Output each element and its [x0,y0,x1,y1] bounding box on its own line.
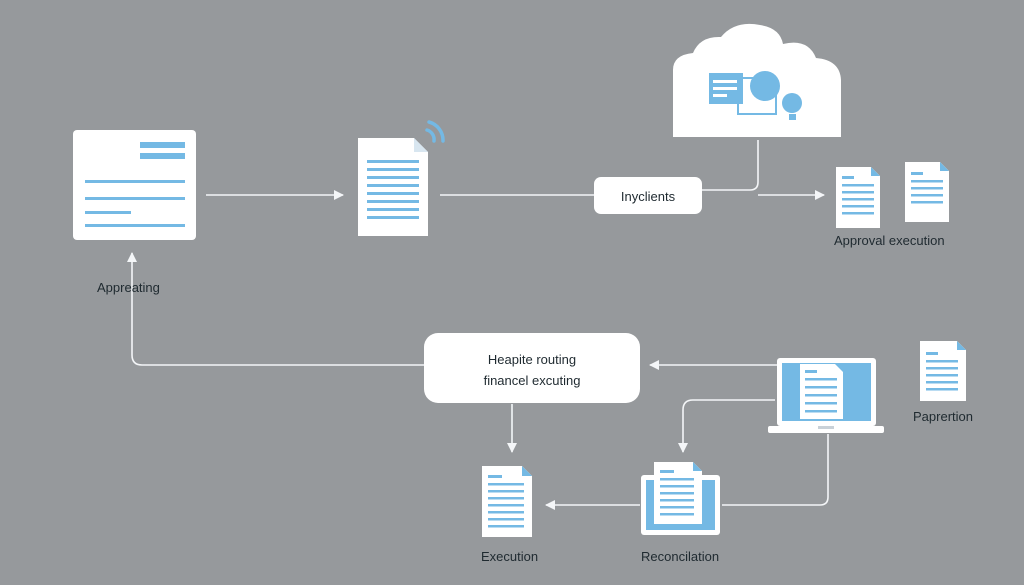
arrow-routing-to-appreating [127,252,424,366]
execution-label: Execution [481,549,539,564]
laptop-document-icon [768,358,884,433]
line-cloud-to-inyclients [702,140,759,191]
approval-document-icon-1 [836,167,880,228]
connectors [127,140,829,510]
line-laptop-to-monitor [722,434,829,506]
form-document-icon [73,130,196,240]
arrow-laptop-to-reconciliation [678,399,775,453]
approval-execution-label: Approval execution [834,233,945,248]
inyclients-box [594,177,702,214]
wireless-document-icon [358,120,445,236]
routing-box [424,333,640,403]
approval-document-icon-2 [905,162,949,222]
routing-label-line1: Heapite routing [487,352,577,367]
paprertion-label: Paprertion [913,409,973,424]
routing-label-line2: financel excuting [483,373,581,388]
inyclients-label: Inyclients [620,189,676,204]
monitor-document-icon [641,462,720,535]
cloud-dashboard-icon [673,23,841,138]
reconciliation-label: Reconcilation [641,549,720,564]
appreating-label: Appreating [97,280,160,295]
paprertion-document-icon [920,341,966,401]
execution-document-icon [482,466,532,537]
